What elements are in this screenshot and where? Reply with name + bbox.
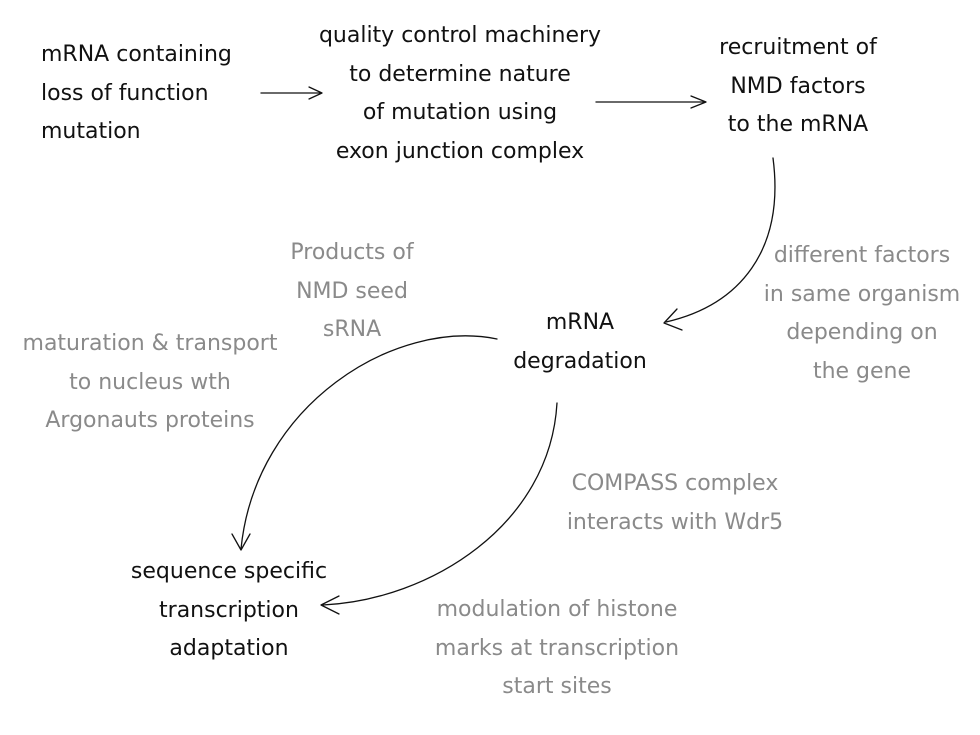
arrow-nmd-recruitment-to-degradation (663, 157, 776, 331)
note-different-factors: different factors in same organism depen… (763, 243, 961, 384)
node-mrna-containing-mutation: mRNA containing loss of function mutatio… (41, 42, 232, 144)
note-compass-complex: COMPASS complex interacts with Wdr5 (566, 471, 784, 535)
note-products-of-nmd: Products of NMD seed sRNA (290, 240, 414, 342)
node-sequence-specific-transcription-adaptation: sequence specific transcription adaptati… (130, 559, 328, 661)
arrow-degradation-to-adaptation-left (231, 335, 498, 551)
arrow-mutation-to-quality-control (260, 86, 323, 100)
node-mrna-degradation: mRNA degradation (513, 310, 647, 374)
arrow-quality-control-to-nmd-recruitment (595, 95, 707, 109)
node-recruitment-of-nmd-factors: recruitment of NMD factors to the mRNA (719, 35, 877, 137)
node-quality-control-machinery: quality control machinery to determine n… (318, 23, 602, 164)
note-maturation-transport: maturation & transport to nucleus wth Ar… (22, 331, 278, 433)
note-histone-modulation: modulation of histone marks at transcrip… (434, 597, 680, 699)
arrow-degradation-to-adaptation-right (320, 402, 558, 615)
